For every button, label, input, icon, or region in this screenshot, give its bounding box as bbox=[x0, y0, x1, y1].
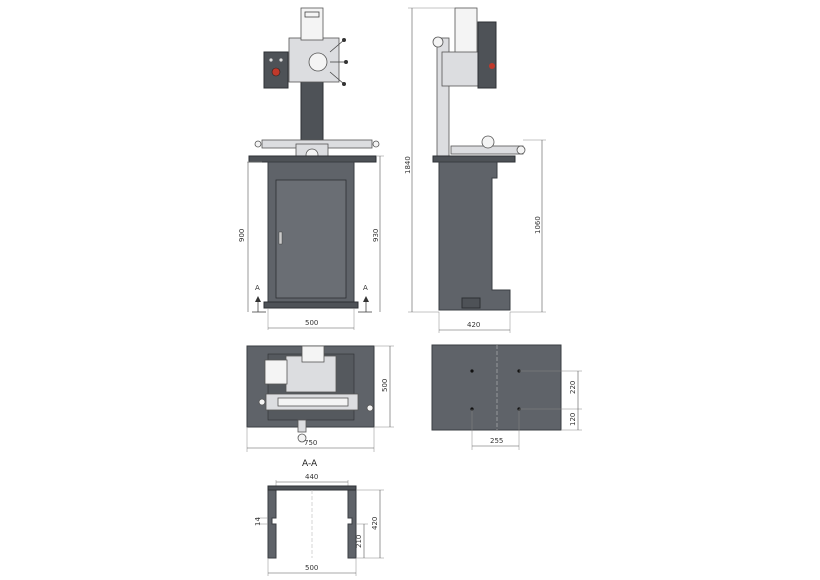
dim-base-120: 120 bbox=[569, 413, 577, 426]
door-handle-icon bbox=[278, 231, 283, 245]
base-plan-outline bbox=[431, 344, 562, 431]
anchor-hole-icon bbox=[470, 369, 474, 373]
top-control-panel bbox=[264, 359, 288, 385]
dim-side-right-height: 1060 bbox=[534, 216, 542, 234]
base-plan-view: 220 120 255 bbox=[431, 344, 582, 450]
section-left-wall bbox=[267, 489, 277, 559]
dim-front-height-left: 900 bbox=[238, 229, 246, 242]
dim-top-width: 750 bbox=[304, 439, 317, 447]
dim-base-255: 255 bbox=[490, 437, 503, 445]
dim-section-slot: 14 bbox=[254, 517, 262, 526]
dim-section-bottom-width: 500 bbox=[305, 564, 318, 572]
section-marker-right: A bbox=[363, 284, 368, 292]
dim-base-220: 220 bbox=[569, 381, 577, 394]
dim-top-depth: 500 bbox=[381, 379, 389, 392]
front-stand-top bbox=[248, 155, 377, 163]
section-view: A-A 440 14 420 210 500 bbox=[254, 459, 384, 576]
front-column bbox=[300, 79, 324, 143]
front-feed-handwheel-icon bbox=[308, 52, 328, 72]
dim-section-top-width: 440 bbox=[305, 473, 318, 481]
dim-front-width: 500 bbox=[305, 319, 318, 327]
section-right-wall bbox=[347, 489, 357, 559]
side-view: 1840 1060 420 bbox=[404, 7, 546, 333]
dim-section-depth: 420 bbox=[371, 517, 379, 530]
dim-front-height-right: 930 bbox=[372, 229, 380, 242]
top-view: 750 500 bbox=[246, 345, 394, 452]
section-title: A-A bbox=[302, 459, 318, 469]
front-cabinet-door bbox=[275, 179, 347, 299]
dim-section-half: 210 bbox=[355, 535, 363, 548]
dim-side-total-height: 1840 bbox=[404, 156, 412, 174]
side-cabinet bbox=[438, 161, 511, 311]
section-marker-left: A bbox=[255, 284, 260, 292]
front-view: A A 900 930 500 bbox=[238, 7, 384, 330]
dim-side-width: 420 bbox=[467, 321, 480, 329]
side-head bbox=[454, 7, 478, 57]
front-motor bbox=[300, 7, 324, 41]
emergency-stop-icon bbox=[271, 67, 281, 77]
